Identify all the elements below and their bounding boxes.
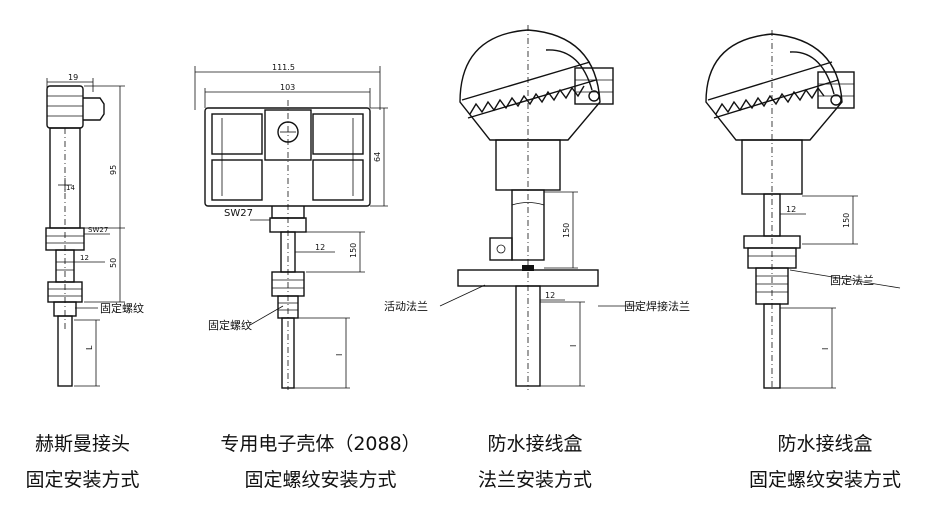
callout-welded-flange: 固定焊接法兰 [624,299,690,313]
caption-line2: 固定螺纹安装方式 [244,469,397,491]
dim-neck: 150 [349,243,358,258]
dim-insertion: I [821,348,830,350]
diagram-waterproof-thread: 12 150 I 固定法兰 [705,30,901,390]
caption-electronic-housing: 专用电子壳体（2088） 固定螺纹安装方式 [198,426,443,498]
dim-height: 64 [373,152,382,162]
technical-drawings: 19 14 95 50 [45,25,901,390]
diagram-waterproof-flange: 150 12 I 活动法兰 固定焊接法兰 [384,25,690,390]
callout-fixed-thread: 固定螺纹 [100,301,144,315]
diagram-hirschmann: 19 14 95 50 [45,73,144,387]
caption-line1: 赫斯曼接头 [34,433,130,455]
dim-height: 95 [109,165,118,175]
caption-waterproof-thread: 防水接线盒 固定螺纹安装方式 [735,426,915,498]
dim-insertion: I [569,345,578,347]
dim-dia: 12 [786,205,796,214]
dim-dia: 12 [80,254,89,262]
caption-hirschmann: 赫斯曼接头 固定安装方式 [0,426,165,498]
dim-insertion: I [335,354,344,356]
dim-outer-width: 111.5 [272,63,295,72]
dim-dia: 12 [545,291,555,300]
dim-inner-width: 103 [280,83,295,92]
dim-thread: SW27 [88,226,108,234]
callout-fixed-flange: 固定法兰 [830,273,874,287]
caption-line2: 固定螺纹安装方式 [748,469,901,491]
diagram-electronic-housing: 111.5 103 64 SW27 12 150 [194,63,388,390]
dim-insertion: L [85,345,94,350]
caption-line1: 专用电子壳体（2088） [220,433,421,455]
caption-line2: 法兰安装方式 [477,469,592,491]
caption-waterproof-flange: 防水接线盒 法兰安装方式 [460,426,610,498]
svg-text:14: 14 [66,184,75,192]
dim-wrench: SW27 [224,208,253,219]
dim-width: 19 [68,73,78,82]
caption-line1: 防水接线盒 [777,433,873,455]
caption-line2: 固定安装方式 [25,469,140,491]
dim-neck: 150 [562,223,571,238]
callout-movable-flange: 活动法兰 [384,299,428,313]
dim-neck: 150 [842,213,851,228]
callout-fixed-thread: 固定螺纹 [208,318,252,332]
dim-dia: 12 [315,243,325,252]
caption-line1: 防水接线盒 [487,433,583,455]
dim-bottom: 50 [109,258,118,268]
